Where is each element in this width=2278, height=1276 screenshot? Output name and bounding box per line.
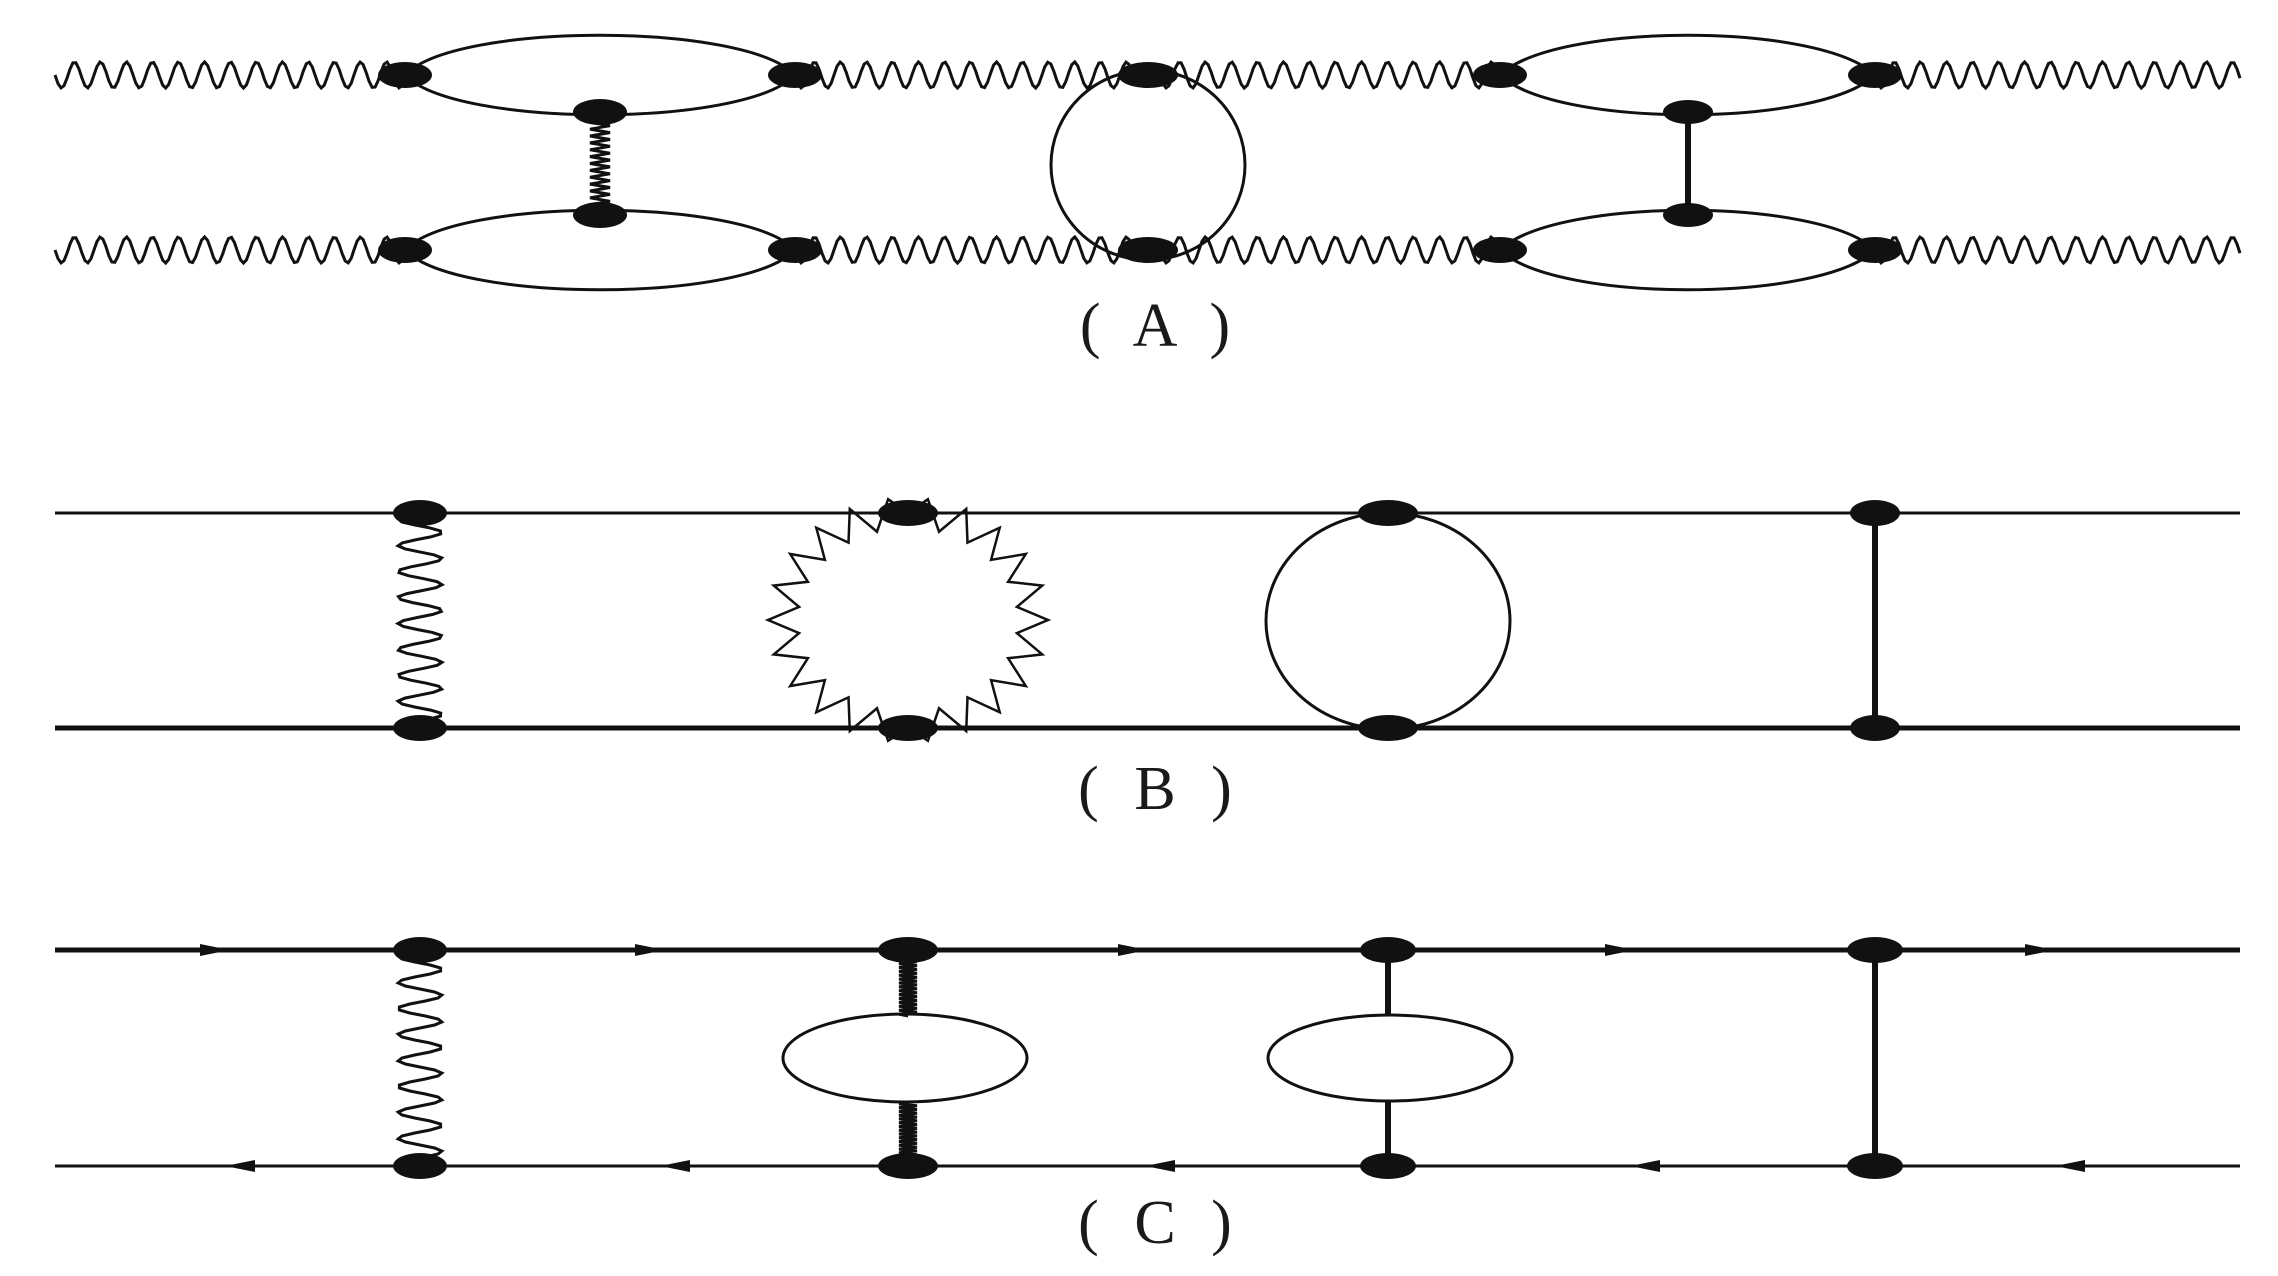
panel-a-vertex bbox=[378, 62, 432, 88]
panel-a-vertex bbox=[573, 202, 627, 228]
panel-a-label: ( A ) bbox=[1079, 292, 1241, 360]
panel-a-vertex bbox=[768, 237, 822, 263]
panel-b-two-photon-loop-left bbox=[764, 497, 909, 743]
panel-c-arrow-left bbox=[1630, 1160, 1660, 1172]
panel-a-top-photon-line-1 bbox=[53, 59, 407, 91]
panel-c-vertex bbox=[1847, 937, 1903, 963]
panel-a-vertex bbox=[1663, 100, 1713, 124]
panel-c-vertex bbox=[878, 937, 938, 963]
panel-c-arrow-right bbox=[635, 944, 665, 956]
panel-a-vertex bbox=[1118, 62, 1178, 88]
panel-c-arrow-left bbox=[660, 1160, 690, 1172]
panel-a-top-photon-line-4 bbox=[1873, 59, 2242, 91]
panel-a-bottom-photon-line-4 bbox=[1873, 234, 2242, 266]
panel-b-vertex bbox=[878, 500, 938, 526]
panel-c-arrow-right bbox=[2025, 944, 2055, 956]
panel-a-vertex bbox=[1663, 203, 1713, 227]
panel-b-vertex bbox=[393, 715, 447, 741]
panel-b-single-photon-exchange bbox=[394, 511, 446, 730]
panel-a-vertex bbox=[1473, 237, 1527, 263]
panel-b-vertex bbox=[1358, 715, 1418, 741]
panel-b-label: ( B ) bbox=[1078, 755, 1242, 823]
panel-b-two-photon-loop-right bbox=[907, 497, 1052, 743]
panel-c-contact-bubble bbox=[1266, 1013, 1514, 1103]
panel-a bbox=[53, 33, 2242, 292]
panel-a-bottom-photon-line-1 bbox=[53, 234, 407, 266]
panel-a-vertex bbox=[1848, 237, 1902, 263]
panel-a-top-photon-line-2 bbox=[793, 59, 1137, 91]
panel-c-arrow-right bbox=[200, 944, 230, 956]
panel-c-arrow-left bbox=[1145, 1160, 1175, 1172]
panel-a-middle-loop bbox=[1049, 68, 1247, 262]
panel-c-arrow-right bbox=[1605, 944, 1635, 956]
panel-a-left-spring-connector bbox=[589, 110, 611, 217]
panel-b-vertex bbox=[393, 500, 447, 526]
panel-c bbox=[55, 937, 2240, 1179]
panel-a-vertex bbox=[378, 237, 432, 263]
panel-c-vertex bbox=[393, 1153, 447, 1179]
panel-c-single-photon-exchange bbox=[395, 948, 445, 1166]
panel-b-fermion-loop bbox=[1264, 511, 1512, 731]
panel-a-vertex bbox=[1473, 62, 1527, 88]
panel-c-arrow-left bbox=[225, 1160, 255, 1172]
panel-b bbox=[55, 497, 2240, 743]
panel-c-vertex bbox=[878, 1153, 938, 1179]
panel-b-vertex bbox=[1850, 715, 1900, 741]
panel-c-arrow-right bbox=[1118, 944, 1148, 956]
panel-c-arrow-left bbox=[2055, 1160, 2085, 1172]
panel-a-bottom-photon-line-2 bbox=[793, 234, 1137, 266]
panel-b-vertex bbox=[1850, 500, 1900, 526]
panel-c-vertex bbox=[1360, 1153, 1416, 1179]
panel-a-bottom-photon-line-3 bbox=[1158, 234, 1502, 266]
panel-a-vertex bbox=[1848, 62, 1902, 88]
panel-a-vertex bbox=[1118, 237, 1178, 263]
panel-c-vertex bbox=[1847, 1153, 1903, 1179]
panel-c-label: ( C ) bbox=[1078, 1189, 1242, 1257]
panel-a-top-photon-line-3 bbox=[1158, 59, 1502, 91]
panel-a-vertex bbox=[768, 62, 822, 88]
panel-c-vertex bbox=[393, 937, 447, 963]
panel-b-vertex bbox=[1358, 500, 1418, 526]
panel-b-vertex bbox=[878, 715, 938, 741]
panel-a-vertex bbox=[573, 99, 627, 125]
panel-c-polarization-bubble bbox=[781, 1012, 1029, 1104]
panel-c-vertex bbox=[1360, 937, 1416, 963]
